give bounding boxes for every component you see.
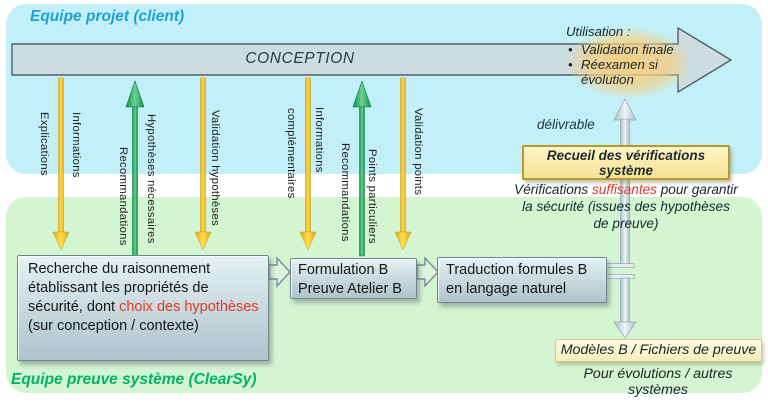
- client-band-title: Equipe projet (client): [30, 8, 185, 25]
- flow-label-validation-hypotheses: Validation hypothèses: [209, 110, 221, 226]
- deliverable-down-arrow: [613, 277, 637, 339]
- flow-label-hypotheses-necessaires: Hypothèses nécessaires: [145, 114, 157, 244]
- recherche-text-tail: (sur conception / contexte): [28, 318, 199, 334]
- utilisation-block: Utilisation : Validation finale Réexamen…: [566, 24, 698, 87]
- modeles-box: Modèles B / Fichiers de preuve: [555, 339, 762, 362]
- flow-arrow-validation-points: [394, 77, 412, 251]
- traduction-line1: Traduction formules B: [446, 262, 588, 278]
- utilisation-title: Utilisation :: [566, 24, 631, 39]
- utilisation-item: Validation finale: [566, 42, 688, 57]
- prover-band-title: Equipe preuve système (ClearSy): [11, 371, 257, 388]
- traduction-box: Traduction formules B en langage naturel: [437, 257, 607, 303]
- recueil-line2: système: [598, 163, 654, 178]
- flow-label-recommandations-2: Recommandations: [339, 143, 351, 242]
- recherche-text: Recherche du raisonnement établissant le…: [28, 261, 211, 315]
- recherche-box: Recherche du raisonnement établissant le…: [17, 255, 269, 361]
- flow-arrow-recommandations-points: [352, 80, 372, 257]
- flow-label-informations-1: Informations: [70, 112, 82, 178]
- flow-arrow-informations-complementaires: [299, 77, 317, 251]
- flow-label-recommandations-1: Recommandations: [117, 147, 129, 246]
- recherche-text-red: choix des hypothèses: [119, 299, 259, 315]
- flow-label-complementaires: complémentaires: [285, 108, 297, 199]
- verifications-text: Vérifications: [514, 182, 592, 197]
- flow-label-explications: Explications: [38, 112, 50, 176]
- formulation-box: Formulation B Preuve Atelier B: [290, 258, 417, 299]
- utilisation-item: Réexamen si évolution: [566, 57, 688, 87]
- recueil-box: Recueil des vérifications système: [522, 145, 730, 180]
- formulation-line1: Formulation B: [298, 262, 389, 278]
- traduction-line2: en langage naturel: [446, 281, 567, 297]
- recueil-line1: Recueil des vérifications: [546, 148, 706, 163]
- verifications-note: Vérifications suffisantes pour garantir …: [514, 181, 738, 232]
- pour-evolutions-note: Pour évolutions / autres systèmes: [583, 366, 733, 398]
- formulation-line2: Preuve Atelier B: [298, 281, 402, 297]
- junction-connector: [605, 263, 635, 279]
- verifications-text-tail: pour garantir la sécurité (issues des hy…: [522, 182, 738, 231]
- conception-label: CONCEPTION: [245, 50, 355, 67]
- verifications-text-red: suffisantes: [591, 182, 657, 197]
- modeles-label: Modèles B / Fichiers de preuve: [560, 342, 757, 358]
- flow-arrow-explications: [52, 77, 70, 251]
- box-connector-arrow-2: [416, 256, 439, 288]
- flow-label-points-particuliers: Points particuliers: [366, 149, 378, 244]
- delivrable-label: délivrable: [537, 117, 595, 132]
- flow-label-validation-points: Validation points: [412, 108, 424, 196]
- utilisation-list: Validation finale Réexamen si évolution: [566, 42, 688, 87]
- box-connector-arrow-1: [268, 256, 291, 288]
- flow-arrow-validation-hypotheses: [194, 77, 212, 251]
- flow-label-informations-2: Informations: [313, 107, 325, 173]
